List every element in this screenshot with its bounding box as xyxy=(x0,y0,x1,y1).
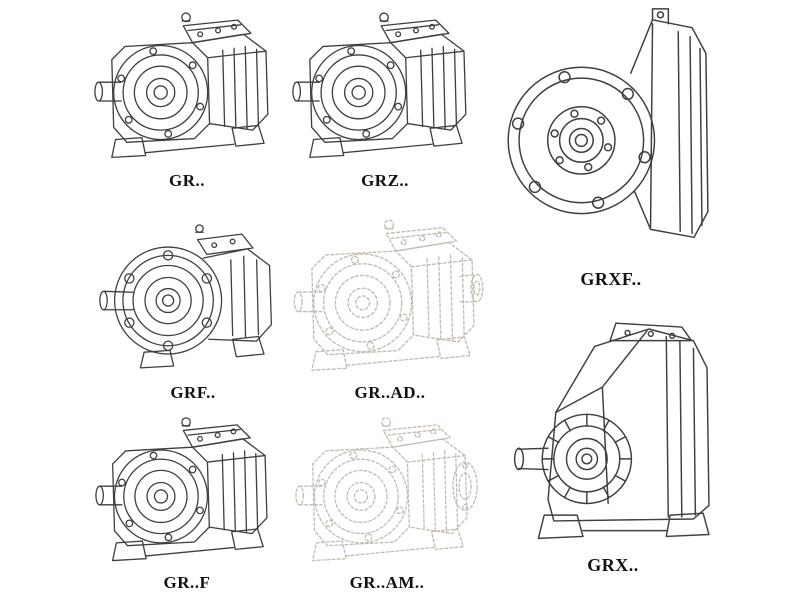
gear-unit-drawing-gr-f xyxy=(94,410,280,568)
gear-unit-drawing-grxf xyxy=(498,2,724,264)
gear-unit-drawing-gr xyxy=(93,4,281,166)
model-label-grx: GRX.. xyxy=(587,555,639,575)
model-label-grz: GRZ.. xyxy=(361,171,409,190)
gear-unit-drawing-grf xyxy=(96,212,290,378)
catalog-item-gr-ad: GR..AD.. xyxy=(290,212,490,403)
gear-unit-drawing-grz xyxy=(291,4,479,166)
model-label-grf: GRF.. xyxy=(170,383,216,402)
model-label-gr: GR.. xyxy=(169,171,205,190)
catalog-item-gr-f: GR..F xyxy=(92,410,282,593)
catalog-item-grf: GRF.. xyxy=(95,212,291,403)
model-label-gr-am: GR..AM.. xyxy=(349,573,425,592)
model-label-grxf: GRXF.. xyxy=(580,269,642,289)
input-adapter-stub xyxy=(459,273,484,303)
motor-flange-adapter xyxy=(452,461,478,512)
catalog-item-grxf: GRXF.. xyxy=(497,2,725,290)
catalog-item-grz: GRZ.. xyxy=(290,4,480,191)
gear-unit-drawing-gr-am xyxy=(292,410,478,568)
gear-unit-drawing-grx xyxy=(496,298,730,550)
model-label-gr-f: GR..F xyxy=(163,573,211,592)
model-label-gr-ad: GR..AD.. xyxy=(354,383,426,402)
catalog-item-gr: GR.. xyxy=(92,4,282,191)
catalog-item-gr-am: GR..AM.. xyxy=(290,410,484,593)
gear-unit-drawing-gr-ad xyxy=(292,212,484,378)
catalog-item-grx: GRX.. xyxy=(495,298,731,576)
